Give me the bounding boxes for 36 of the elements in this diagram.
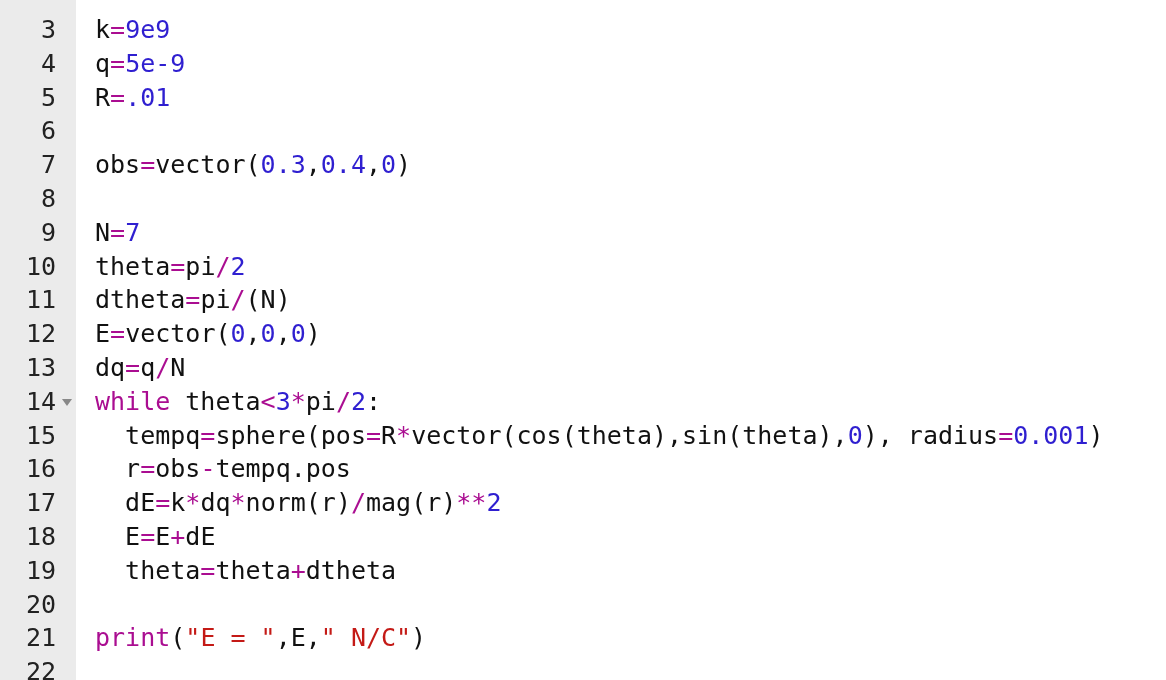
line-number: 16 bbox=[24, 453, 56, 486]
line-number: 11 bbox=[24, 284, 56, 317]
code-line: E=vector(0,0,0) bbox=[95, 318, 321, 351]
code-line: theta=theta+dtheta bbox=[124, 554, 397, 587]
line-number: 12 bbox=[24, 318, 56, 351]
line-number: 17 bbox=[24, 487, 56, 520]
code-line: obs=vector(0.3,0.4,0) bbox=[95, 149, 412, 182]
code-line: q=5e-9 bbox=[95, 47, 186, 80]
line-number: 19 bbox=[24, 554, 56, 587]
line-number: 7 bbox=[39, 149, 56, 182]
code-line: E=E+dE bbox=[124, 521, 216, 553]
line-number: 8 bbox=[39, 183, 56, 215]
line-number: 22 bbox=[24, 656, 56, 680]
code-line: print("E = ",E," N/C") bbox=[95, 622, 427, 655]
code-line: tempq=sphere(pos=R*vector(cos(theta),sin(theta),0), radius=0.001) bbox=[124, 419, 1104, 452]
line-number: 5 bbox=[39, 81, 56, 114]
code-line: R=.01 bbox=[95, 81, 171, 114]
line-number: 10 bbox=[24, 250, 56, 283]
line-number: 18 bbox=[24, 521, 56, 553]
code-line: dtheta=pi/(N) bbox=[95, 284, 291, 317]
code-line: dq=q/N bbox=[95, 352, 186, 384]
line-number: 21 bbox=[24, 622, 56, 655]
line-number: 14 bbox=[24, 385, 56, 418]
code-line: while theta<3*pi/2: bbox=[95, 385, 382, 418]
code-line: N=7 bbox=[95, 216, 141, 249]
line-number: 13 bbox=[24, 352, 56, 384]
code-line: k=9e9 bbox=[95, 14, 171, 46]
line-number: 15 bbox=[24, 419, 56, 452]
code-line: dE=k*dq*norm(r)/mag(r)**2 bbox=[124, 487, 502, 520]
line-number: 4 bbox=[39, 47, 56, 80]
line-number: 6 bbox=[39, 115, 56, 148]
code-line: r=obs-tempq.pos bbox=[124, 453, 351, 486]
line-number: 20 bbox=[24, 588, 56, 621]
line-number: 3 bbox=[39, 14, 56, 46]
line-number: 9 bbox=[39, 216, 56, 249]
code-line: theta=pi/2 bbox=[95, 250, 246, 283]
